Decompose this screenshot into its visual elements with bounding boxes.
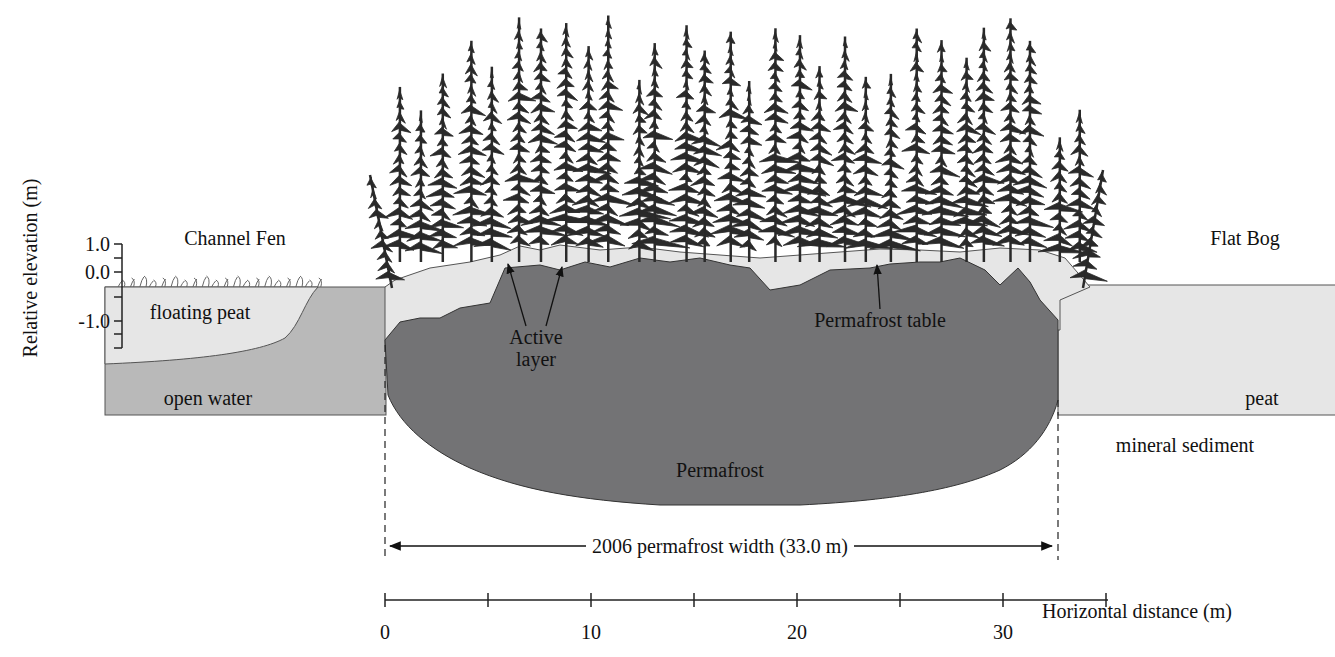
grass-blade bbox=[153, 280, 156, 287]
axis-title: Horizontal distance (m) bbox=[1042, 600, 1232, 622]
tick-label: 20 bbox=[787, 621, 807, 643]
axis-tick bbox=[590, 593, 592, 607]
grass-blade bbox=[163, 278, 166, 287]
grass-blade bbox=[300, 276, 303, 287]
grass-blade bbox=[149, 281, 153, 287]
grass-blade bbox=[255, 279, 259, 287]
floating-peat-region bbox=[105, 287, 318, 364]
grass-blade bbox=[269, 276, 272, 287]
region-label: Channel Fen bbox=[184, 227, 286, 249]
axis-tick bbox=[487, 593, 489, 607]
tree-crown bbox=[586, 18, 635, 246]
tree-crown bbox=[730, 83, 767, 251]
grass-blade bbox=[286, 279, 290, 287]
grass-blade bbox=[278, 280, 281, 287]
grass-blade bbox=[288, 278, 291, 287]
region-label: peat bbox=[1245, 387, 1278, 409]
region-label: mineral sediment bbox=[1116, 434, 1254, 456]
bog-peat-region bbox=[1058, 285, 1335, 415]
axis-tick bbox=[796, 593, 798, 607]
tick-label: 10 bbox=[581, 621, 601, 643]
axis-tick bbox=[1002, 593, 1004, 607]
grass-blade bbox=[216, 280, 219, 287]
grass-blade bbox=[256, 278, 259, 287]
open-water-region bbox=[105, 287, 386, 415]
axis-tick bbox=[899, 593, 901, 607]
grass-blade bbox=[206, 276, 209, 287]
axis-title: Relative elevation (m) bbox=[19, 179, 41, 358]
callout-label: Permafrost table bbox=[814, 309, 946, 331]
grass-blade bbox=[309, 280, 312, 287]
grass-blade bbox=[224, 279, 228, 287]
elevation-axis bbox=[114, 244, 122, 348]
fen-grass bbox=[118, 276, 322, 287]
grass-blade bbox=[180, 281, 184, 287]
grass-blade bbox=[144, 276, 147, 287]
grass-blade bbox=[274, 281, 278, 287]
grass-blade bbox=[162, 279, 166, 287]
grass-blade bbox=[132, 278, 135, 287]
tick-label: 0.0 bbox=[85, 261, 110, 283]
grass-blade bbox=[130, 279, 134, 287]
grass-blade bbox=[171, 277, 175, 287]
callout-label: Active layer bbox=[501, 326, 571, 370]
region-label: Flat Bog bbox=[1210, 227, 1279, 249]
tree-crown bbox=[472, 69, 513, 251]
tree-crown bbox=[1011, 43, 1053, 248]
grass-blade bbox=[185, 280, 188, 287]
tree-crown bbox=[969, 30, 1004, 246]
grass-blade bbox=[238, 276, 241, 287]
region-label: open water bbox=[164, 387, 252, 409]
distance-axis bbox=[385, 593, 1108, 607]
grass-blade bbox=[140, 277, 144, 287]
grass-blade bbox=[318, 279, 322, 287]
grass-blade bbox=[212, 281, 216, 287]
width-dashed-lines bbox=[385, 345, 1058, 560]
tree-crown bbox=[870, 76, 921, 251]
tree-crown bbox=[453, 43, 493, 246]
grass-blade bbox=[225, 278, 228, 287]
tick-label: 30 bbox=[993, 621, 1013, 643]
grass-blade bbox=[194, 278, 197, 287]
grass-blade bbox=[247, 280, 250, 287]
tree-crown bbox=[521, 30, 568, 244]
axis-tick bbox=[693, 593, 695, 607]
grass-blade bbox=[202, 277, 206, 287]
tick-label: 0 bbox=[380, 621, 390, 643]
grass-blade bbox=[296, 277, 300, 287]
grass-blade bbox=[319, 278, 322, 287]
grass-blade bbox=[305, 281, 309, 287]
grass-blade bbox=[265, 277, 269, 287]
grass-blade bbox=[193, 279, 197, 287]
region-label: floating peat bbox=[150, 301, 251, 323]
region-label: Permafrost bbox=[676, 459, 764, 481]
dimension-label: 2006 permafrost width (33.0 m) bbox=[586, 535, 854, 557]
grass-blade bbox=[175, 276, 178, 287]
tree-crown bbox=[922, 42, 969, 248]
permafrost-body bbox=[385, 258, 1058, 505]
grass-blade bbox=[243, 281, 247, 287]
grass-blade bbox=[233, 277, 237, 287]
tree-crown bbox=[367, 177, 405, 280]
axis-tick bbox=[384, 593, 386, 607]
tick-label: 1.0 bbox=[85, 233, 110, 255]
spruce-trees bbox=[367, 16, 1107, 288]
tick-label: -1.0 bbox=[78, 310, 110, 332]
tree-crown bbox=[1070, 172, 1107, 281]
